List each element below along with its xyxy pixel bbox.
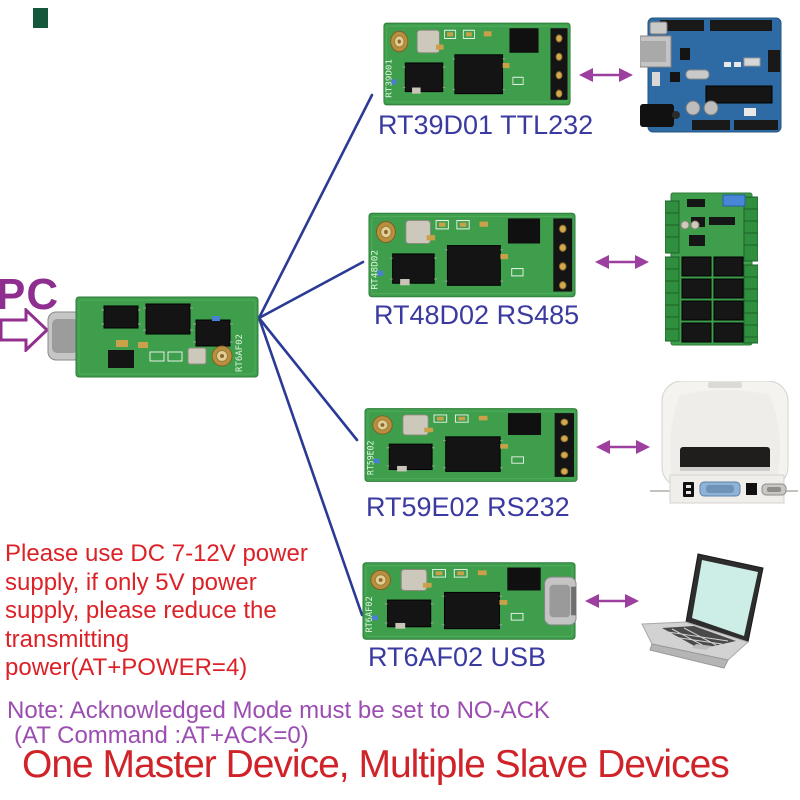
pc-to-master-arrow [0,308,50,352]
slave-module-rs232-board: RT59E02 [364,408,578,482]
label-usb: RT6AF02 USB [368,642,547,672]
pc-label: PC [0,270,60,319]
warning-line: Please use DC 7-12V power [5,540,308,567]
svg-text:RT59E02: RT59E02 [365,441,375,476]
line-to-rs485 [257,260,365,320]
warning-line: power(AT+POWER=4) [5,654,248,681]
warning-text: Please use DC 7-12V power supply, if onl… [5,540,308,683]
relay-board [665,192,758,346]
page-title: One Master Device, Multiple Slave Device… [22,743,730,786]
svg-text:RT6AF02: RT6AF02 [235,334,245,372]
master-module-board: RT6AF02 [47,296,259,378]
label-rs232: RT59E02 RS232 [366,492,570,522]
slave-module-ttl232-board: RT39D01 [383,22,571,106]
wireless-link-arrow-4 [585,594,639,608]
svg-text:RT39D01: RT39D01 [384,59,393,98]
line-to-ttl232 [257,93,374,320]
wireless-link-arrow-2 [595,255,649,269]
warning-line: supply, if only 5V power [5,568,257,596]
slave-module-usb-board: RT6AF02 [362,562,577,640]
line-to-rs232 [257,316,359,442]
arduino-board [640,17,782,133]
thermal-printer [650,381,798,504]
wireless-link-arrow-3 [596,440,650,454]
svg-text:RT6AF02: RT6AF02 [365,596,375,632]
note-line-1: Note: Acknowledged Mode must be set to N… [7,697,550,724]
line-to-usb [257,316,364,617]
warning-line: transmitting [5,625,130,653]
slave-module-rs485-board: RT48D02 [368,212,576,298]
svg-text:RT48D02: RT48D02 [371,250,380,290]
warning-line: supply, please reduce the [5,597,277,624]
wireless-link-arrow-1 [579,68,633,82]
laptop [641,553,764,669]
note-line-2: (AT Command :AT+ACK=0) [14,722,309,749]
label-rs485: RT48D02 RS485 [374,300,580,330]
label-ttl232: RT39D01 TTL232 [378,110,594,140]
corner-artifact [33,8,48,28]
